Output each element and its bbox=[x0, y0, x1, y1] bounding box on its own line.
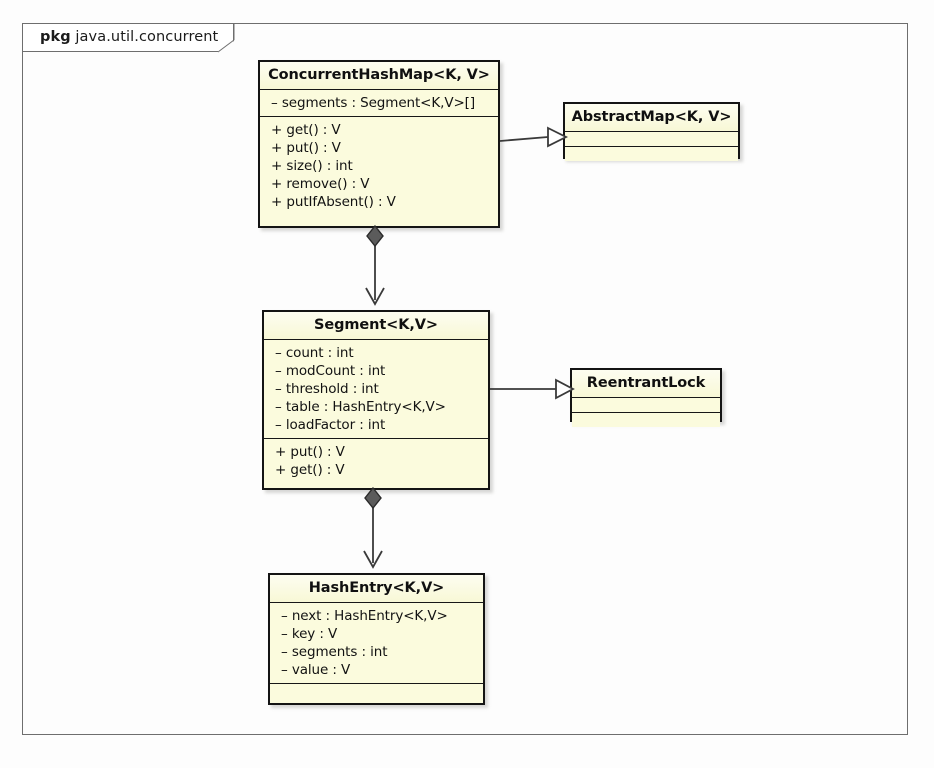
attributes-compartment-abstractmap bbox=[565, 131, 738, 146]
operation-row: + put() : V bbox=[271, 140, 341, 156]
package-frame bbox=[22, 23, 908, 735]
operations-compartment-hashentry bbox=[270, 683, 483, 698]
operation-row: + put() : V bbox=[275, 444, 345, 460]
attribute-row: – key : V bbox=[281, 626, 338, 642]
attribute-row: – segments : Segment<K,V>[] bbox=[271, 95, 476, 111]
class-box-abstractmap[interactable]: AbstractMap<K, V> bbox=[563, 102, 740, 161]
package-keyword: pkg bbox=[40, 29, 71, 45]
empty-operation-row bbox=[270, 684, 483, 697]
empty-operation-row bbox=[565, 147, 738, 160]
class-box-reentrantlock[interactable]: ReentrantLock bbox=[570, 368, 722, 427]
class-name-reentrantlock: ReentrantLock bbox=[572, 370, 720, 397]
attribute-row: – count : int bbox=[275, 345, 354, 361]
operations-compartment-concurrenthashmap: + get() : V + put() : V + size() : int +… bbox=[260, 116, 498, 215]
class-name-segment: Segment<K,V> bbox=[264, 312, 488, 339]
empty-attribute-row bbox=[572, 398, 720, 411]
class-name-abstractmap: AbstractMap<K, V> bbox=[565, 104, 738, 131]
package-tab-underline bbox=[22, 51, 218, 52]
class-box-hashentry[interactable]: HashEntry<K,V> – next : HashEntry<K,V> –… bbox=[268, 573, 485, 705]
attribute-row: – next : HashEntry<K,V> bbox=[281, 608, 448, 624]
package-tab bbox=[22, 23, 234, 52]
operations-compartment-abstractmap bbox=[565, 146, 738, 161]
attribute-row: – modCount : int bbox=[275, 363, 386, 379]
attributes-compartment-concurrenthashmap: – segments : Segment<K,V>[] bbox=[260, 89, 498, 116]
empty-attribute-row bbox=[565, 132, 738, 145]
attribute-row: – table : HashEntry<K,V> bbox=[275, 399, 446, 415]
attribute-row: – segments : int bbox=[281, 644, 388, 660]
attribute-row: – loadFactor : int bbox=[275, 417, 386, 433]
package-label: pkg java.util.concurrent bbox=[40, 29, 218, 45]
attributes-compartment-segment: – count : int – modCount : int – thresho… bbox=[264, 339, 488, 438]
class-name-concurrenthashmap: ConcurrentHashMap<K, V> bbox=[260, 62, 498, 89]
attributes-compartment-hashentry: – next : HashEntry<K,V> – key : V – segm… bbox=[270, 602, 483, 683]
operation-row: + get() : V bbox=[275, 462, 345, 478]
package-frame-top-edge bbox=[233, 23, 908, 24]
operations-compartment-segment: + put() : V + get() : V bbox=[264, 438, 488, 483]
class-box-concurrenthashmap[interactable]: ConcurrentHashMap<K, V> – segments : Seg… bbox=[258, 60, 500, 228]
class-name-hashentry: HashEntry<K,V> bbox=[270, 575, 483, 602]
operations-compartment-reentrantlock bbox=[572, 412, 720, 427]
operation-row: + get() : V bbox=[271, 122, 341, 138]
package-name: java.util.concurrent bbox=[75, 29, 219, 45]
class-box-segment[interactable]: Segment<K,V> – count : int – modCount : … bbox=[262, 310, 490, 490]
operation-row: + putIfAbsent() : V bbox=[271, 194, 396, 210]
attribute-row: – value : V bbox=[281, 662, 351, 678]
operation-row: + remove() : V bbox=[271, 176, 370, 192]
empty-operation-row bbox=[572, 413, 720, 426]
attribute-row: – threshold : int bbox=[275, 381, 379, 397]
operation-row: + size() : int bbox=[271, 158, 353, 174]
attributes-compartment-reentrantlock bbox=[572, 397, 720, 412]
